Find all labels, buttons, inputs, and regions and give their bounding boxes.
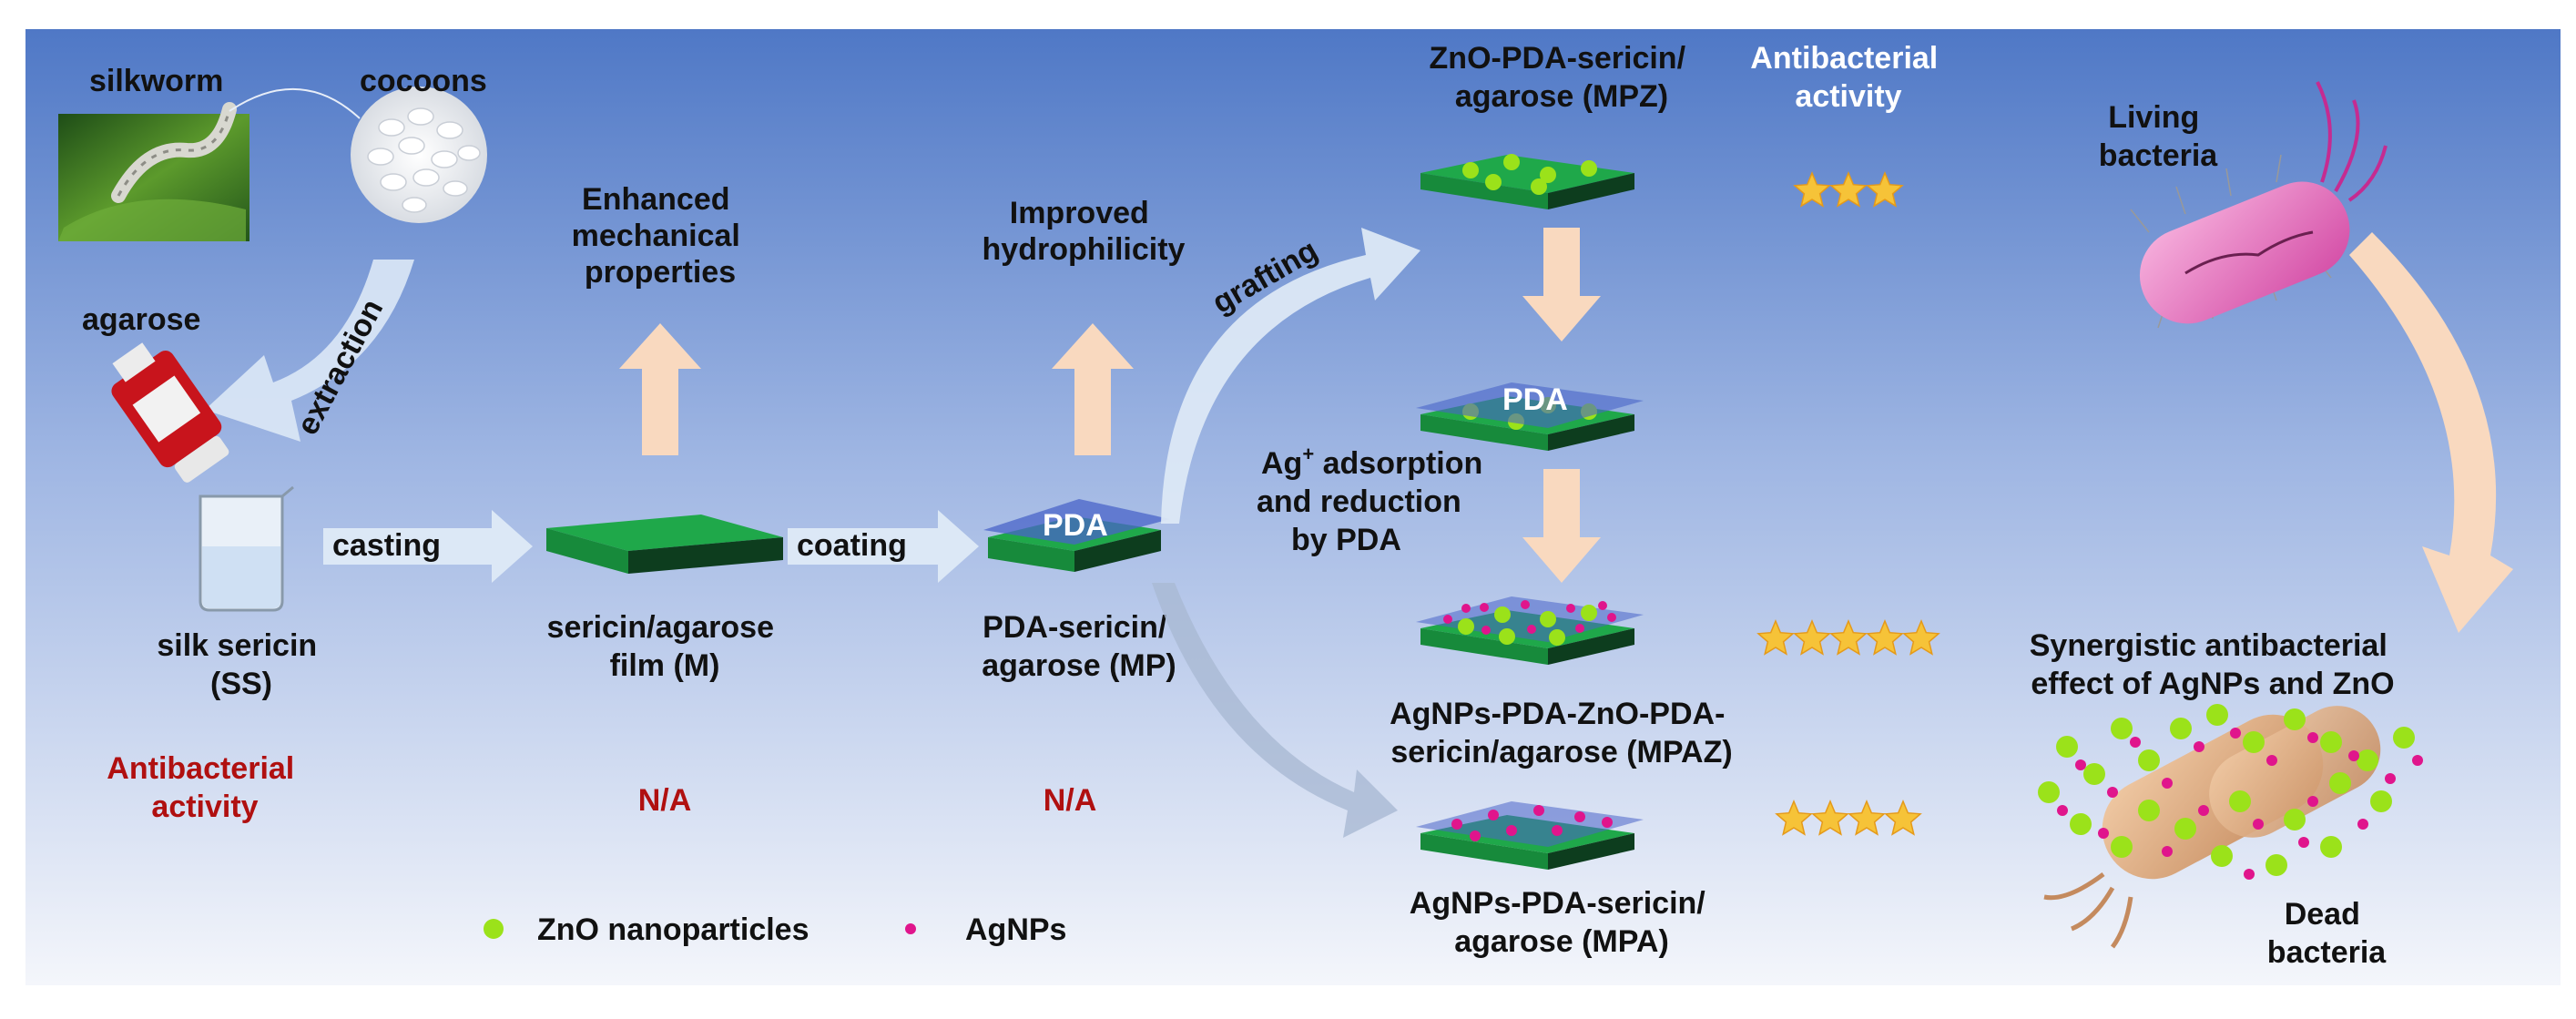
cocoons-image xyxy=(351,87,487,223)
na-mp: N/A xyxy=(1044,783,1097,818)
mp-pda-label: PDA xyxy=(1043,508,1108,543)
mpz-film xyxy=(1420,154,1634,209)
rating-star-icon xyxy=(1848,800,1886,836)
rating-star-icon xyxy=(1793,171,1831,208)
rating-star-icon xyxy=(1756,619,1795,656)
silk-thread xyxy=(229,87,361,119)
rating-star-icon xyxy=(1866,619,1904,656)
legend-ag-label: AgNPs xyxy=(965,912,1066,947)
kill-arrow xyxy=(2349,232,2513,633)
rating-mpaz xyxy=(1756,619,1940,656)
na-m: N/A xyxy=(638,783,692,818)
rating-star-icon xyxy=(1811,800,1849,836)
mp-film xyxy=(983,499,1170,572)
rating-star-icon xyxy=(1829,171,1868,208)
coating-label: coating xyxy=(797,528,907,563)
silk-sericin-label: silk sericin (SS) xyxy=(157,628,325,701)
mpaz-film xyxy=(1416,596,1644,665)
coating-arrow xyxy=(788,510,979,583)
living-bacteria-label: Living bacteria xyxy=(2099,100,2218,173)
dead-bacteria-icon xyxy=(2038,704,2423,949)
legend-zno-swatch xyxy=(484,919,504,939)
cocoons-label: cocoons xyxy=(360,64,487,98)
down-arrow-1 xyxy=(1522,228,1601,341)
hydrophilicity-arrow xyxy=(1052,323,1134,455)
rating-star-icon xyxy=(1793,619,1831,656)
ag-adsorption-label: Ag+ adsorption and reduction by PDA xyxy=(1257,443,1492,557)
enhanced-label: Enhanced mechanical properties xyxy=(572,182,749,290)
pda-mpz-film xyxy=(1416,382,1644,451)
mpz-label: ZnO-PDA-sericin/ agarose (MPZ) xyxy=(1430,41,1695,114)
mpaz-label: AgNPs-PDA-ZnO-PDA- sericin/agarose (MPAZ… xyxy=(1390,697,1734,769)
legend-zno-label: ZnO nanoparticles xyxy=(537,912,809,947)
dead-bacteria-label: Dead bacteria xyxy=(2267,897,2387,970)
casting-label: casting xyxy=(332,528,441,563)
enhanced-arrow xyxy=(619,323,701,455)
agarose-bottle-icon xyxy=(111,342,229,483)
down-arrow-2 xyxy=(1522,469,1601,583)
synergistic-label: Synergistic antibacterial effect of AgNP… xyxy=(2030,628,2397,701)
rating-star-icon xyxy=(1902,619,1940,656)
rating-star-icon xyxy=(1866,171,1904,208)
m-film-label: sericin/agarose film (M) xyxy=(547,610,783,683)
mpa-film xyxy=(1416,801,1644,870)
rating-mpa xyxy=(1775,800,1922,836)
legend-ag-swatch xyxy=(905,923,916,934)
mpa-label: AgNPs-PDA-sericin/ agarose (MPA) xyxy=(1410,886,1714,959)
antibacterial-left-label: Antibacterial activity xyxy=(107,751,302,824)
rating-mpz xyxy=(1793,171,1904,208)
antibacterial-header: Antibacterial activity xyxy=(1750,41,1946,114)
rating-star-icon xyxy=(1884,800,1922,836)
beaker-icon xyxy=(199,485,294,612)
m-film xyxy=(546,515,783,574)
hydrophilicity-label: Improved hydrophilicity xyxy=(983,196,1186,267)
grafting-arrow xyxy=(1161,228,1420,524)
pda-label: PDA xyxy=(1502,382,1568,417)
mp-film-label: PDA-sericin/ agarose (MP) xyxy=(982,610,1176,683)
mpa-arrow xyxy=(1152,583,1398,838)
extraction-arrow xyxy=(205,260,414,442)
rating-star-icon xyxy=(1829,619,1868,656)
agarose-label: agarose xyxy=(82,302,200,337)
living-bacterium-icon xyxy=(2130,81,2388,329)
casting-arrow xyxy=(323,510,533,583)
silkworm-photo xyxy=(58,102,249,241)
silkworm-label: silkworm xyxy=(89,64,223,98)
rating-star-icon xyxy=(1775,800,1813,836)
